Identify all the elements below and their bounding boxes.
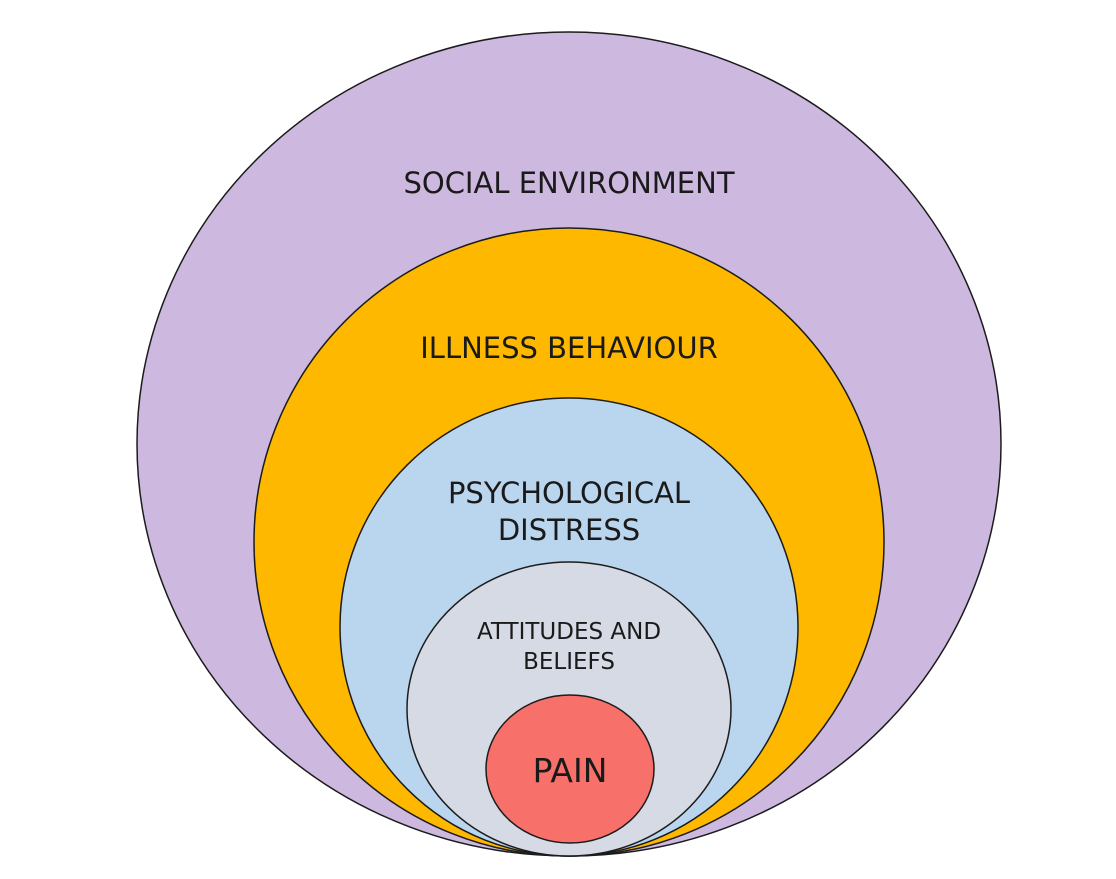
- social-environment-label: SOCIAL ENVIRONMENT: [403, 166, 734, 200]
- psychological-distress-label-line-2: DISTRESS: [498, 513, 640, 547]
- pain-label: PAIN: [533, 751, 608, 790]
- illness-behaviour-label: ILLNESS BEHAVIOUR: [420, 331, 718, 365]
- attitudes-and-beliefs-label-line-1: ATTITUDES AND: [477, 619, 661, 645]
- layer-pain: PAIN: [485, 694, 655, 844]
- attitudes-and-beliefs-label-line-2: BELIEFS: [523, 649, 615, 675]
- psychological-distress-label-line-1: PSYCHOLOGICAL: [448, 476, 690, 510]
- pain-circle: [485, 694, 655, 844]
